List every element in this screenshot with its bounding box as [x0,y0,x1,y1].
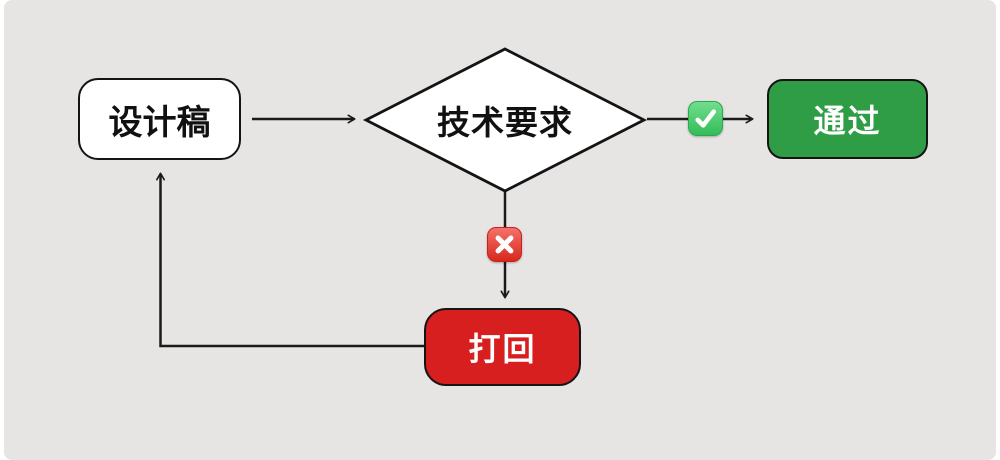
decision-diamond-shape [362,47,648,193]
node-pass-label: 通过 [813,103,882,139]
node-decision-label: 技术要求 [437,104,573,141]
node-design-draft-label: 设计稿 [108,103,211,142]
cross-icon [487,227,522,262]
node-pass[interactable]: 通过 [767,79,928,159]
check-icon [688,101,723,136]
node-design-draft[interactable]: 设计稿 [78,78,241,160]
node-reject[interactable]: 打回 [424,308,581,386]
node-decision-tech-requirements[interactable]: 技术要求 [360,45,650,195]
edge-reject-to-design [156,172,424,348]
node-reject-label: 打回 [468,331,537,367]
flowchart-canvas: 设计稿 技术要求 通过 打回 [4,0,996,460]
